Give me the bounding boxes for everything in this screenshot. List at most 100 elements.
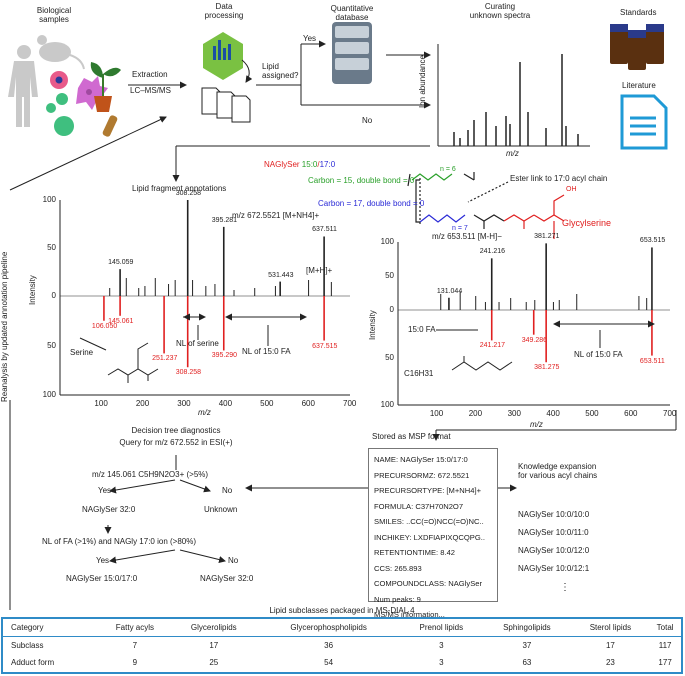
label-biological-samples: Biological samples xyxy=(36,6,72,25)
left-precursor: m/z 672.5521 [M+NH4]+ xyxy=(232,211,320,220)
label-ion-abundance: Ion abundance xyxy=(418,55,427,108)
bottom-peak-label: 308.258 xyxy=(175,369,202,377)
table-cell: 25 xyxy=(209,658,219,667)
label-lcms: LC–MS/MS xyxy=(130,86,171,95)
left-xlabel: m/z xyxy=(198,408,211,417)
y-tick-label: 0 xyxy=(389,305,394,314)
top-peak-label: 131.044 xyxy=(436,287,463,295)
table-cell: 54 xyxy=(324,658,334,667)
lipid-fragment-title: Lipid fragment annotations xyxy=(132,184,227,193)
top-peak-label: 145.059 xyxy=(108,259,134,267)
carbon17-label: Carbon = 17, double bond = 0 xyxy=(318,199,425,208)
decision-result-no: NAGlySer 32:0 xyxy=(200,574,254,583)
table-cell: 117 xyxy=(658,641,672,650)
msdial-logo-icon xyxy=(203,32,243,80)
top-peak-label: 531.443 xyxy=(268,271,294,279)
msp-line: SMILES: ..CC(=O)NCC(=O)NC.. xyxy=(374,517,484,526)
knowledge-item: NAGlySer 10:0/12:0 xyxy=(518,546,590,555)
right-ylabel: Intensity xyxy=(368,310,377,340)
n6-label: n = 6 xyxy=(440,166,456,173)
lipid-structure xyxy=(407,172,565,239)
msp-line: RETENTIONTIME: 8.42 xyxy=(374,548,456,557)
label-no: No xyxy=(362,116,373,125)
table-cell: Subclass xyxy=(11,641,44,650)
y-tick-label: 100 xyxy=(42,390,56,399)
table-cell: 63 xyxy=(522,658,532,667)
decision-yes-2: Yes xyxy=(96,556,110,565)
bacterium-icon xyxy=(102,115,118,137)
msp-line: Num peaks: 9 xyxy=(374,594,421,604)
table-header-cell: Prenol lipids xyxy=(400,619,483,637)
x-tick-label: 400 xyxy=(218,399,233,408)
ester-note: Ester link to 17:0 acyl chain xyxy=(510,174,608,183)
bottom-peak-label: 251.237 xyxy=(152,355,178,363)
structure-name: NAGlySer 15:0/17:0 xyxy=(264,160,336,169)
bottom-peak-label: 241.217 xyxy=(479,342,506,350)
table-cell: Adduct form xyxy=(11,658,55,667)
x-tick-label: 600 xyxy=(624,409,638,418)
table-header-cell: Glycerophospholipids xyxy=(256,619,401,637)
right-precursor: m/z 653.511 [M-H]− xyxy=(432,232,502,241)
knowledge-item: NAGlySer 10:0/12:1 xyxy=(518,564,590,573)
msp-title: Stored as MSP format xyxy=(372,432,451,441)
table-cell: 36 xyxy=(324,641,334,650)
label-yes: Yes xyxy=(303,34,317,43)
msp-line: FORMULA: C37H70N2O7 xyxy=(374,501,464,511)
x-tick-label: 500 xyxy=(260,399,274,408)
bottom-peak-label: 637.515 xyxy=(312,342,338,350)
bottom-peak-label: 145.061 xyxy=(108,317,134,325)
left-mh-label: [M+H]+ xyxy=(306,266,333,275)
label-serine: Serine xyxy=(70,348,94,357)
label-fa150: 15:0 FA xyxy=(408,325,436,334)
decision-naglyser32: NAGlySer 32:0 xyxy=(82,505,136,514)
literature-icon xyxy=(620,94,668,150)
bottom-peak-label: 349.286 xyxy=(521,336,548,344)
curating-spectrum xyxy=(437,44,590,147)
glycylserine-label: Glycylserine xyxy=(562,218,612,228)
x-tick-label: 700 xyxy=(663,409,677,418)
decision-tree-lines xyxy=(104,410,677,564)
y-tick-label: 50 xyxy=(47,340,56,350)
x-tick-label: 400 xyxy=(546,409,560,418)
table-cell: 7 xyxy=(132,641,138,650)
x-tick-label: 500 xyxy=(585,409,599,418)
x-tick-label: 700 xyxy=(343,399,357,408)
n7-label: n = 7 xyxy=(452,225,468,232)
table-header-cell: Sterol lipids xyxy=(571,619,650,637)
label-lipid-assigned: Lipid assigned? xyxy=(262,62,299,81)
table-cell: 17 xyxy=(209,641,219,650)
y-tick-label: 100 xyxy=(42,195,56,204)
decision-yes-1: Yes xyxy=(98,486,112,495)
table-header-cell: Glycerolipids xyxy=(170,619,257,637)
table-cell: 3 xyxy=(439,658,444,667)
table-cell: 3 xyxy=(439,641,444,650)
x-tick-label: 600 xyxy=(301,399,315,408)
msp-line: NAME: NAGlySer 15:0/17:0 xyxy=(374,455,468,464)
label-nl-fa-right: NL of 15:0 FA xyxy=(574,350,623,359)
x-tick-label: 200 xyxy=(135,399,150,408)
table-title: Lipid subclasses packaged in MS-DIAL 4 xyxy=(269,606,415,615)
knowledge-ellipsis: ⋮ xyxy=(560,582,570,593)
decision-ion-rule: m/z 145.061 C5H9N2O3+ (>5%) xyxy=(92,470,209,479)
vials-icon xyxy=(610,24,664,70)
decision-no-2: No xyxy=(228,556,239,565)
table-cell: 23 xyxy=(605,658,615,667)
table-header-cell: Category xyxy=(3,619,100,637)
right-spectrum-peaks xyxy=(440,243,653,363)
decision-unknown: Unknown xyxy=(204,505,238,514)
x-tick-label: 200 xyxy=(468,409,483,418)
bottom-peak-label: 381.275 xyxy=(534,364,560,372)
top-peak-label: 381.271 xyxy=(534,233,560,241)
knowledge-title: Knowledge expansion for various acyl cha… xyxy=(518,462,598,481)
left-spectrum-annotations xyxy=(79,313,307,351)
label-reanalysis: Reanalysis by updated annotation pipelin… xyxy=(0,251,9,402)
bottom-peak-label: 395.290 xyxy=(211,352,238,360)
mouse-icon xyxy=(37,35,85,70)
msp-line: PRECURSORMZ: 672.5521 xyxy=(374,470,470,480)
y-tick-label: 100 xyxy=(380,237,394,246)
knowledge-item: NAGlySer 10:0/11:0 xyxy=(518,528,589,537)
